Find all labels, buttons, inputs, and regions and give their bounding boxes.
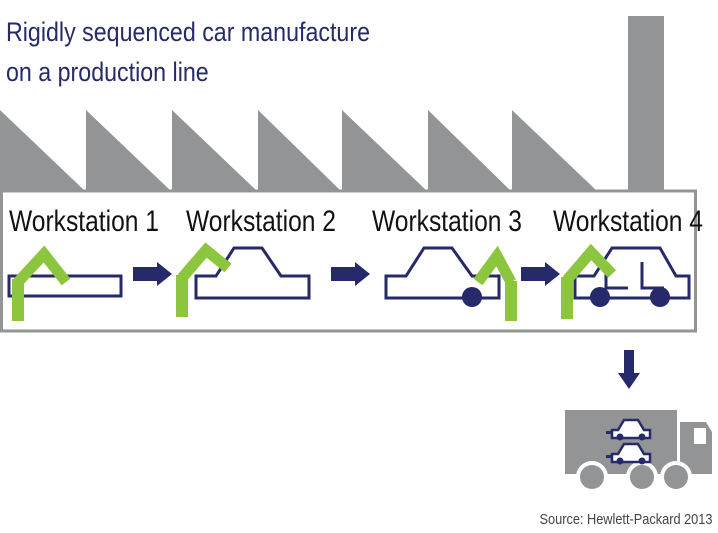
cargo-car-bottom-wheel-1 xyxy=(616,457,624,465)
down-arrow xyxy=(618,350,640,389)
truck-wheel-mid xyxy=(626,461,658,493)
truck xyxy=(565,410,712,493)
truck-window xyxy=(694,428,706,444)
robot-arm-base-1 xyxy=(12,279,24,321)
robot-arm-3 xyxy=(473,245,516,286)
robot-arm-base-4 xyxy=(561,277,573,319)
factory-roof xyxy=(0,16,664,192)
truck-trailer xyxy=(565,410,677,474)
car-body-3 xyxy=(384,246,501,300)
truck-wheel-left xyxy=(576,461,608,493)
robot-arm-1 xyxy=(13,245,71,286)
robot-arm-4 xyxy=(562,243,616,284)
source-credit: Source: Hewlett-Packard 2013 xyxy=(539,511,712,528)
factory-hall-frame xyxy=(0,189,697,333)
workstation-3-label: Workstation 3 xyxy=(372,205,522,238)
car-body-4 xyxy=(573,246,691,300)
title-line-1: Rigidly sequenced car manufacture xyxy=(6,17,370,47)
workstation-4-label: Workstation 4 xyxy=(553,205,703,238)
cargo-car-bottom xyxy=(610,442,652,464)
car-body-2 xyxy=(194,246,311,300)
flow-arrow-1 xyxy=(133,262,172,286)
cargo-car-top-wheel-2 xyxy=(638,433,646,441)
cargo-car-top xyxy=(610,418,652,440)
truck-wheel-right xyxy=(660,461,692,493)
cargo-car-bottom-wheel-2 xyxy=(638,457,646,465)
car-wheel-4-rear xyxy=(650,287,670,307)
flow-arrow-3 xyxy=(521,262,560,286)
workstation-1-label: Workstation 1 xyxy=(9,205,159,238)
robot-arm-base-3 xyxy=(505,281,517,321)
cargo-car-top-wheel-1 xyxy=(616,433,624,441)
page-title: Rigidly sequenced car manufacture on a p… xyxy=(6,12,370,92)
robot-arm-2 xyxy=(177,242,232,282)
title-line-2: on a production line xyxy=(6,57,209,87)
car-wheel-4-front xyxy=(590,287,610,307)
workstation-2-label: Workstation 2 xyxy=(186,205,336,238)
robot-arm-base-2 xyxy=(176,275,188,317)
flow-arrow-2 xyxy=(331,262,370,286)
car-wheel-3 xyxy=(462,287,482,307)
